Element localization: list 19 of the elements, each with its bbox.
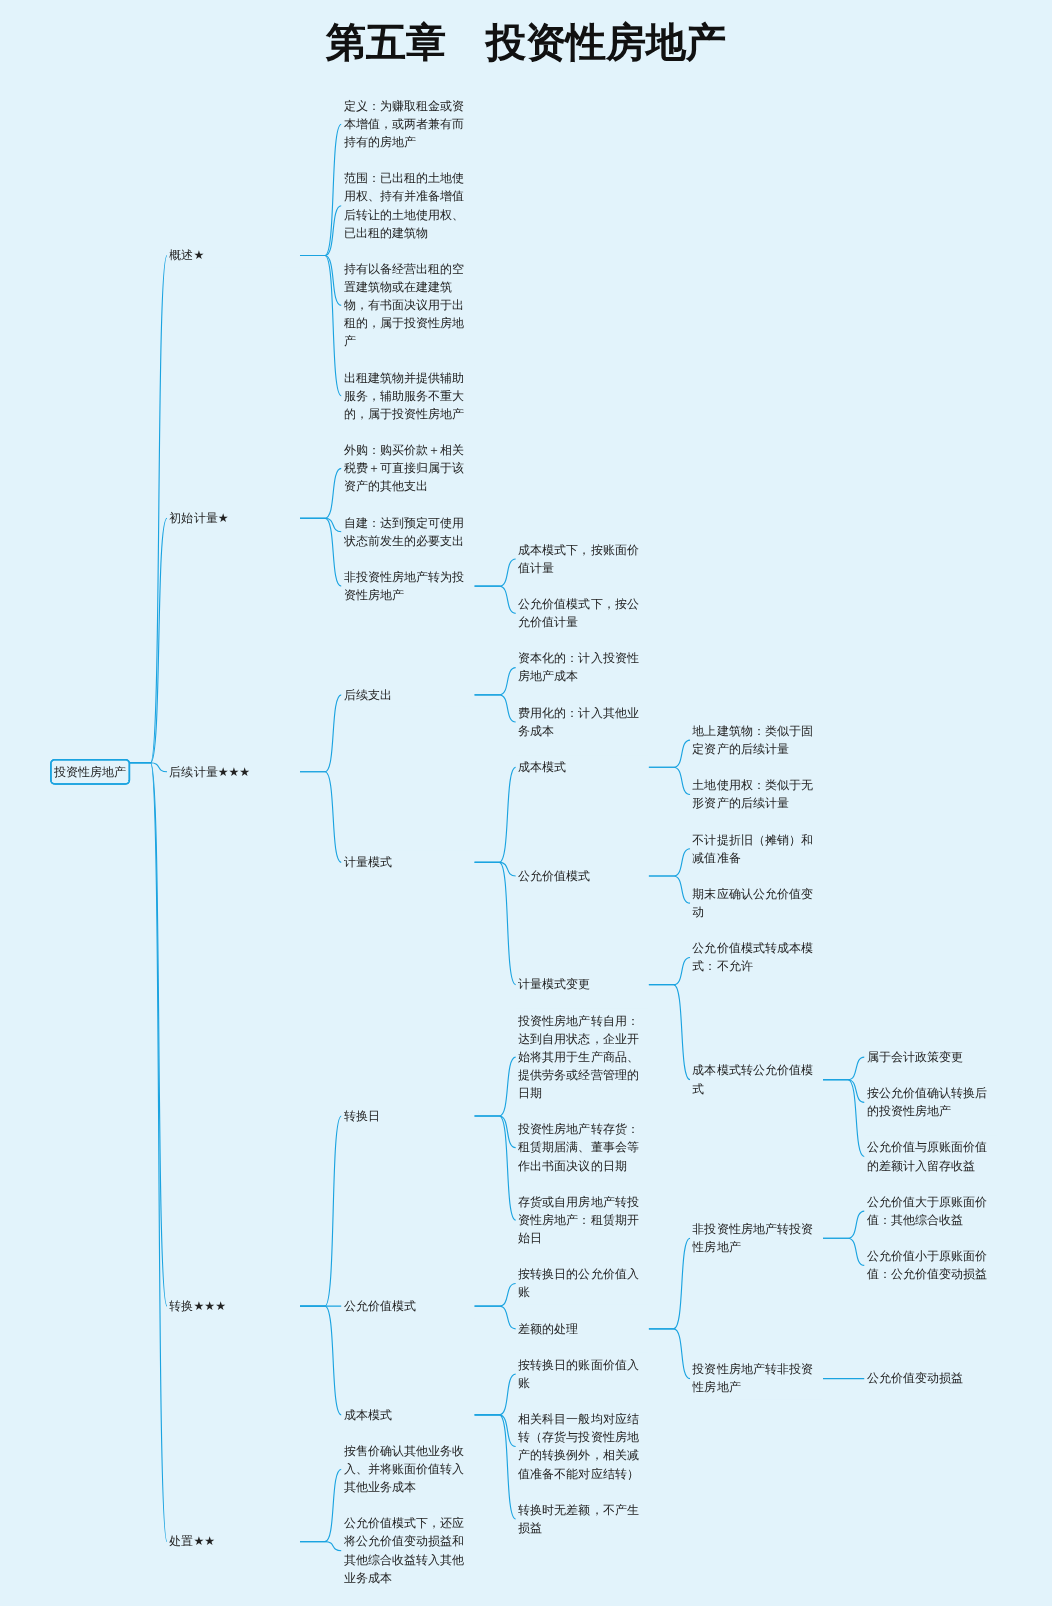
connector bbox=[648, 984, 691, 1081]
connector bbox=[473, 1305, 517, 1330]
connector bbox=[299, 1541, 343, 1552]
connector bbox=[473, 861, 517, 986]
connector bbox=[648, 1328, 691, 1380]
connector bbox=[473, 1115, 517, 1221]
connector bbox=[822, 1378, 866, 1380]
connector bbox=[299, 771, 343, 863]
connector bbox=[648, 875, 691, 904]
chapter-title: 第五章 投资性房地产 bbox=[326, 16, 726, 70]
connector bbox=[299, 1305, 343, 1416]
connector bbox=[299, 255, 343, 397]
connector bbox=[822, 1237, 866, 1266]
connector bbox=[299, 517, 343, 587]
connector bbox=[648, 766, 691, 795]
connector bbox=[822, 1079, 866, 1158]
connector bbox=[473, 585, 517, 614]
connector bbox=[473, 1414, 517, 1520]
connector bbox=[473, 694, 517, 723]
